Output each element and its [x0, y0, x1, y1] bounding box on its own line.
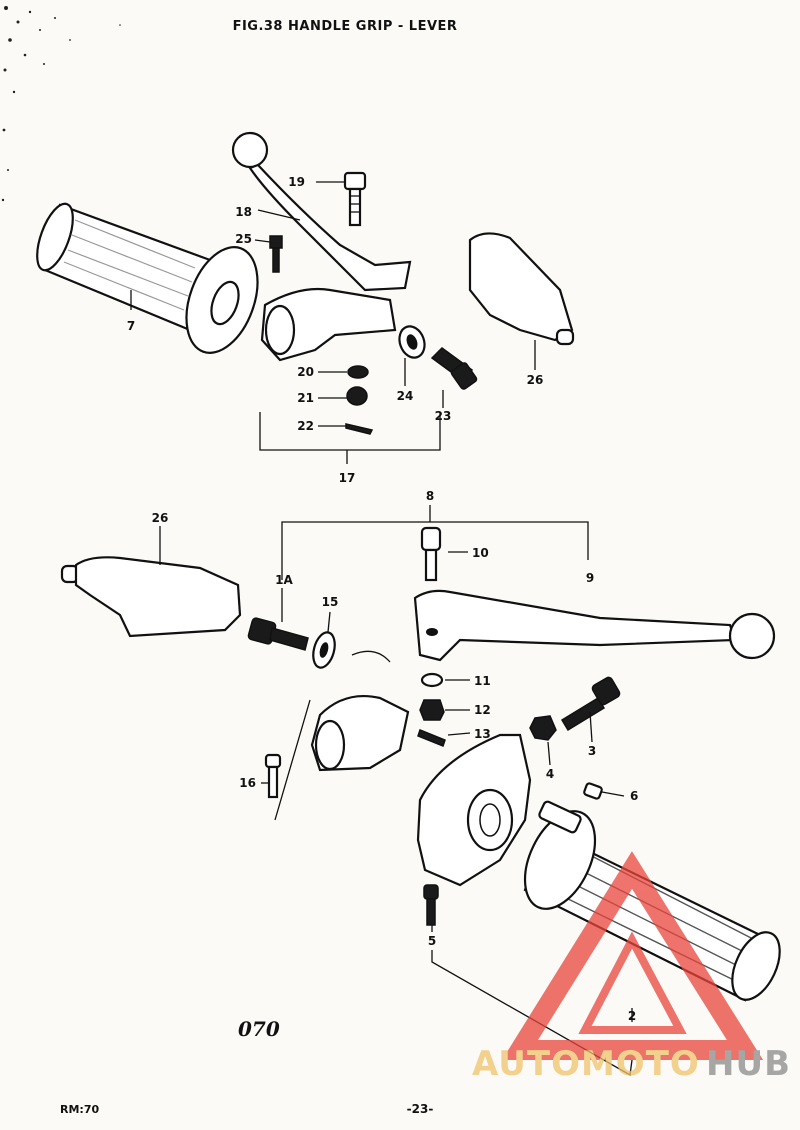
callout-11: 11	[474, 674, 491, 688]
screw-16	[264, 753, 282, 799]
page-number: -23-	[407, 1102, 434, 1116]
callout-10: 10	[472, 546, 489, 560]
bolt-19	[343, 171, 367, 227]
bolt-23	[430, 347, 478, 390]
callout-24: 24	[397, 389, 414, 403]
callout-1A: 1A	[275, 573, 293, 587]
callout-2: 2	[628, 1009, 636, 1023]
watermark-triangle-icon	[502, 851, 764, 1060]
leaders-upper	[130, 181, 536, 427]
watermark: AUTOMOTO HUB	[472, 851, 791, 1084]
bracket-17	[259, 412, 441, 464]
callout-7: 7	[127, 319, 135, 333]
throttle-housing	[416, 733, 532, 887]
callout-15: 15	[322, 595, 339, 609]
bolt-3	[560, 676, 621, 732]
brake-lever-holder	[310, 694, 410, 772]
brake-lever	[413, 589, 776, 662]
callout-13: 13	[474, 727, 491, 741]
clutch-lever-holder	[260, 287, 397, 362]
spring-pin	[351, 650, 391, 663]
handwritten-note: 070	[238, 1017, 280, 1041]
left-grip	[36, 202, 259, 354]
screw-5	[423, 884, 439, 926]
small-parts-11-13	[417, 672, 446, 747]
scan-noise	[1, 6, 121, 202]
callout-18: 18	[235, 205, 252, 219]
callout-20: 20	[297, 365, 314, 379]
bolt-10	[420, 526, 442, 582]
watermark-inner-triangle-icon	[578, 931, 687, 1034]
callout-6: 6	[630, 789, 638, 803]
clutch-lever	[231, 131, 412, 292]
callout-22: 22	[297, 419, 314, 433]
bolt-1A	[247, 617, 309, 651]
lever-cover-lower	[60, 556, 242, 638]
washer-24	[398, 325, 426, 359]
callout-23: 23	[435, 409, 452, 423]
callout-17: 17	[339, 471, 356, 485]
callout-8: 8	[426, 489, 434, 503]
callout-4: 4	[546, 767, 554, 781]
leaders-lower	[159, 526, 633, 1022]
watermark-text-hub: HUB	[706, 1044, 791, 1084]
callout-3: 3	[588, 744, 596, 758]
callout-25: 25	[235, 232, 252, 246]
small-parts-20-22	[345, 365, 374, 435]
page-title: FIG.38 HANDLE GRIP - LEVER	[233, 19, 458, 34]
throttle-grip	[523, 800, 781, 1002]
nut-4	[529, 715, 557, 741]
callout-26-upper: 26	[527, 373, 544, 387]
callout-16: 16	[239, 776, 256, 790]
lever-cover-upper	[468, 232, 575, 346]
bracket-8	[281, 505, 589, 580]
watermark-text-auto: AUTOMOTO	[472, 1044, 700, 1084]
washer-15	[312, 631, 336, 669]
screw-25	[269, 235, 283, 273]
callout-19: 19	[288, 175, 305, 189]
callout-9: 9	[586, 571, 594, 585]
callout-12: 12	[474, 703, 491, 717]
callout-5: 5	[428, 934, 436, 948]
collar-6	[583, 782, 603, 800]
footer-model-code: RM:70	[60, 1103, 99, 1116]
callout-26-lower: 26	[152, 511, 169, 525]
callout-21: 21	[297, 391, 314, 405]
